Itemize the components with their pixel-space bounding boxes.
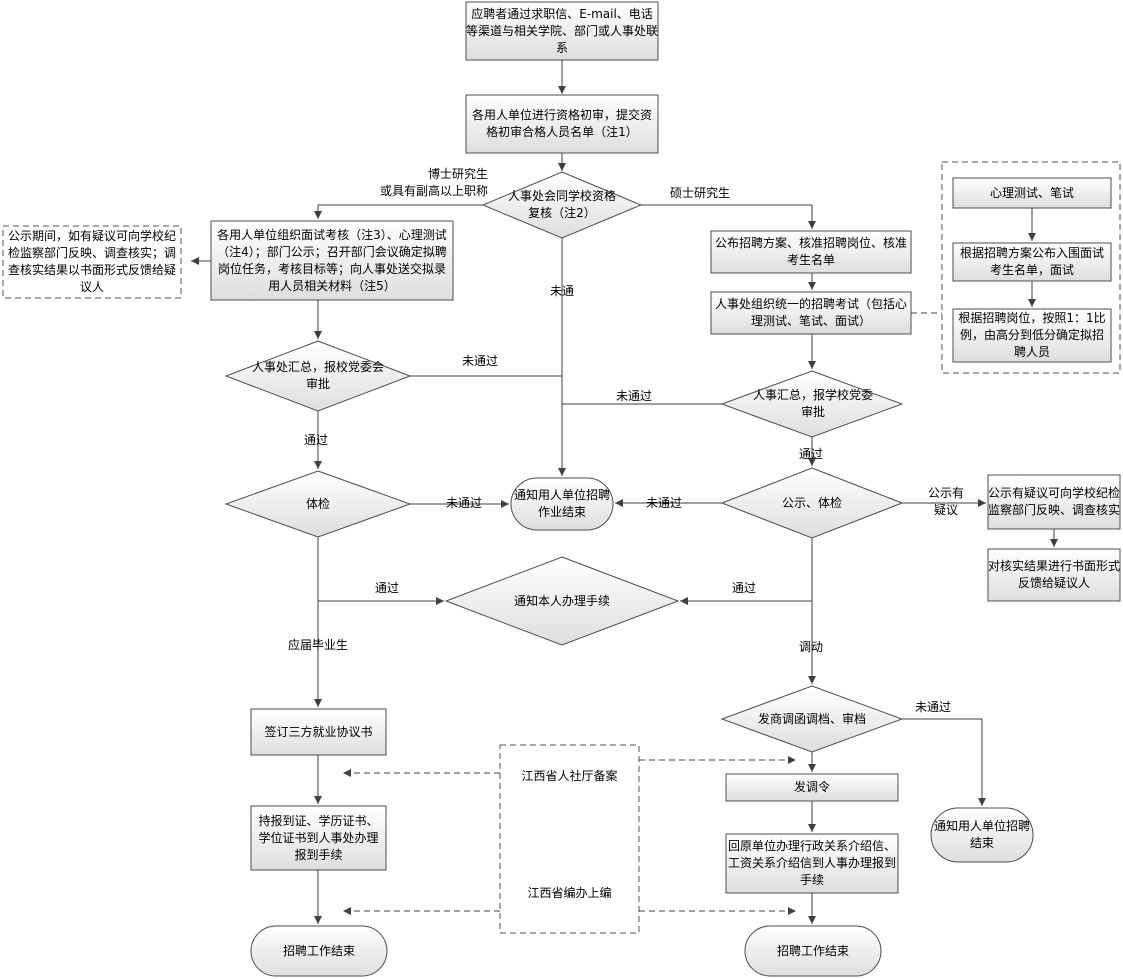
physical-left-label: 体检 (305, 496, 330, 511)
edge-fail-physical-left-label: 未通过 (445, 496, 482, 510)
hr-recheck-label: 人事处会同学校资格复核（注2） (508, 189, 617, 220)
notify-unit-end-terminal (510, 477, 614, 531)
feedback-written-label: 对核实结果进行书面形式反馈给疑议人 (988, 559, 1121, 590)
original-unit-box (725, 833, 899, 894)
edge-fail-transfer-label: 未通过 (914, 700, 951, 714)
jiangxi-filing-frame (499, 744, 640, 934)
jx-staffing-label: 江西省编办上编 (527, 885, 612, 900)
edge-objection-label: 公示有 疑议 (927, 486, 964, 517)
edge-fail-center-label: 未通 (549, 284, 574, 298)
notify-unit-end2-label: 通知用人单位招聘结束 (933, 819, 1030, 850)
report-docs-label: 持报到证、学历证书、学位证书到人事处办理报到手续 (258, 813, 379, 862)
hr-summary-right-label: 人事汇总，报学校党委审批 (752, 388, 873, 419)
publish-plan-label: 公布招聘方案、核准招聘岗位、核准考生名单 (714, 236, 907, 267)
publish-plan-box (710, 230, 912, 274)
transfer-review-label: 发商调函调档、审档 (757, 711, 866, 726)
tripartite-label: 签订三方就业协议书 (264, 724, 373, 739)
hr-summary-left-label: 人事处汇总，报校党委会审批 (251, 360, 384, 391)
psych-written-box (952, 177, 1112, 209)
notify-unit-end-label: 通知用人单位招聘作业结束 (513, 488, 610, 519)
notice-physical-right-label: 公示、体检 (781, 495, 842, 510)
edge-master-label: 硕士研究生 (669, 186, 730, 200)
initial-review-box (465, 94, 659, 154)
edge-fail-left-summary-label: 未通过 (461, 354, 498, 368)
interview-list-label: 根据招聘方案公布入围面试考生名单，面试 (959, 246, 1104, 277)
edge-fail-right-summary-label: 未通过 (615, 389, 652, 403)
notify-person-diamond (444, 556, 680, 646)
feedback-written-box (987, 548, 1121, 602)
unified-exam-label: 人事处组织统一的招聘考试（包括心理测试、笔试、面试） (714, 297, 907, 328)
edge-phd-label: 博士研究生 或具有副高以上职称 (379, 167, 488, 198)
exam-details-frame (941, 161, 1121, 374)
apply-label: 应聘者通过求职信、E-mail、电话等渠道与相关学院、部门或人事处联系 (466, 6, 659, 55)
edge-fail-physical-right-label: 未通过 (645, 496, 682, 510)
report-docs-box (250, 805, 387, 871)
edge-pass-left-label: 通过 (303, 433, 328, 447)
end-left-terminal (250, 925, 388, 977)
end-left-label: 招聘工作结束 (282, 943, 355, 958)
end-right-label: 招聘工作结束 (776, 943, 849, 958)
edge-pass-notify-right-label: 通过 (731, 581, 756, 595)
original-unit-label: 回原单位办理行政关系介绍信、工资关系介绍信到人事办理报到手续 (728, 839, 897, 887)
notify-unit-end2-terminal (930, 807, 1034, 863)
phd-interview-box (210, 220, 454, 301)
phd-interview-label: 各用人单位组织面试考核（注3）、心理测试（注4）；部门公示；召开部门会议确定拟聘… (217, 227, 447, 293)
transfer-order-label: 发调令 (793, 780, 830, 794)
ratio-select-label: 根据招聘岗位，按照1：1比例，由高分到低分确定拟招聘人员 (958, 311, 1106, 359)
psych-written-label: 心理测试、笔试 (989, 185, 1074, 200)
notify-person-label: 通知本人办理手续 (513, 593, 610, 608)
tripartite-box (250, 708, 387, 756)
end-right-terminal (744, 925, 882, 977)
objection-report-label: 公示有疑议可向学校纪检监察部门反映、调查核实 (988, 486, 1121, 517)
jx-hr-filing-label: 江西省人社厅备案 (521, 768, 618, 783)
initial-review-label: 各用人单位进行资格初审，提交资格初审合格人员名单（注1） (471, 108, 652, 139)
edge-transfer-label: 调动 (798, 640, 823, 654)
apply-box (465, 1, 659, 61)
ratio-select-box (952, 308, 1112, 363)
edge-graduates-label: 应届毕业生 (287, 638, 348, 652)
public-notice-left-frame (2, 225, 182, 299)
edge-pass-right-label: 通过 (798, 447, 823, 461)
edge-pass-notify-left-label: 通过 (374, 581, 399, 595)
unified-exam-box (710, 291, 912, 335)
public-notice-left-label: 公示期间，如有疑议可向学校纪检监察部门反映、调查核实；调查核实结果以书面形式反馈… (7, 229, 176, 294)
